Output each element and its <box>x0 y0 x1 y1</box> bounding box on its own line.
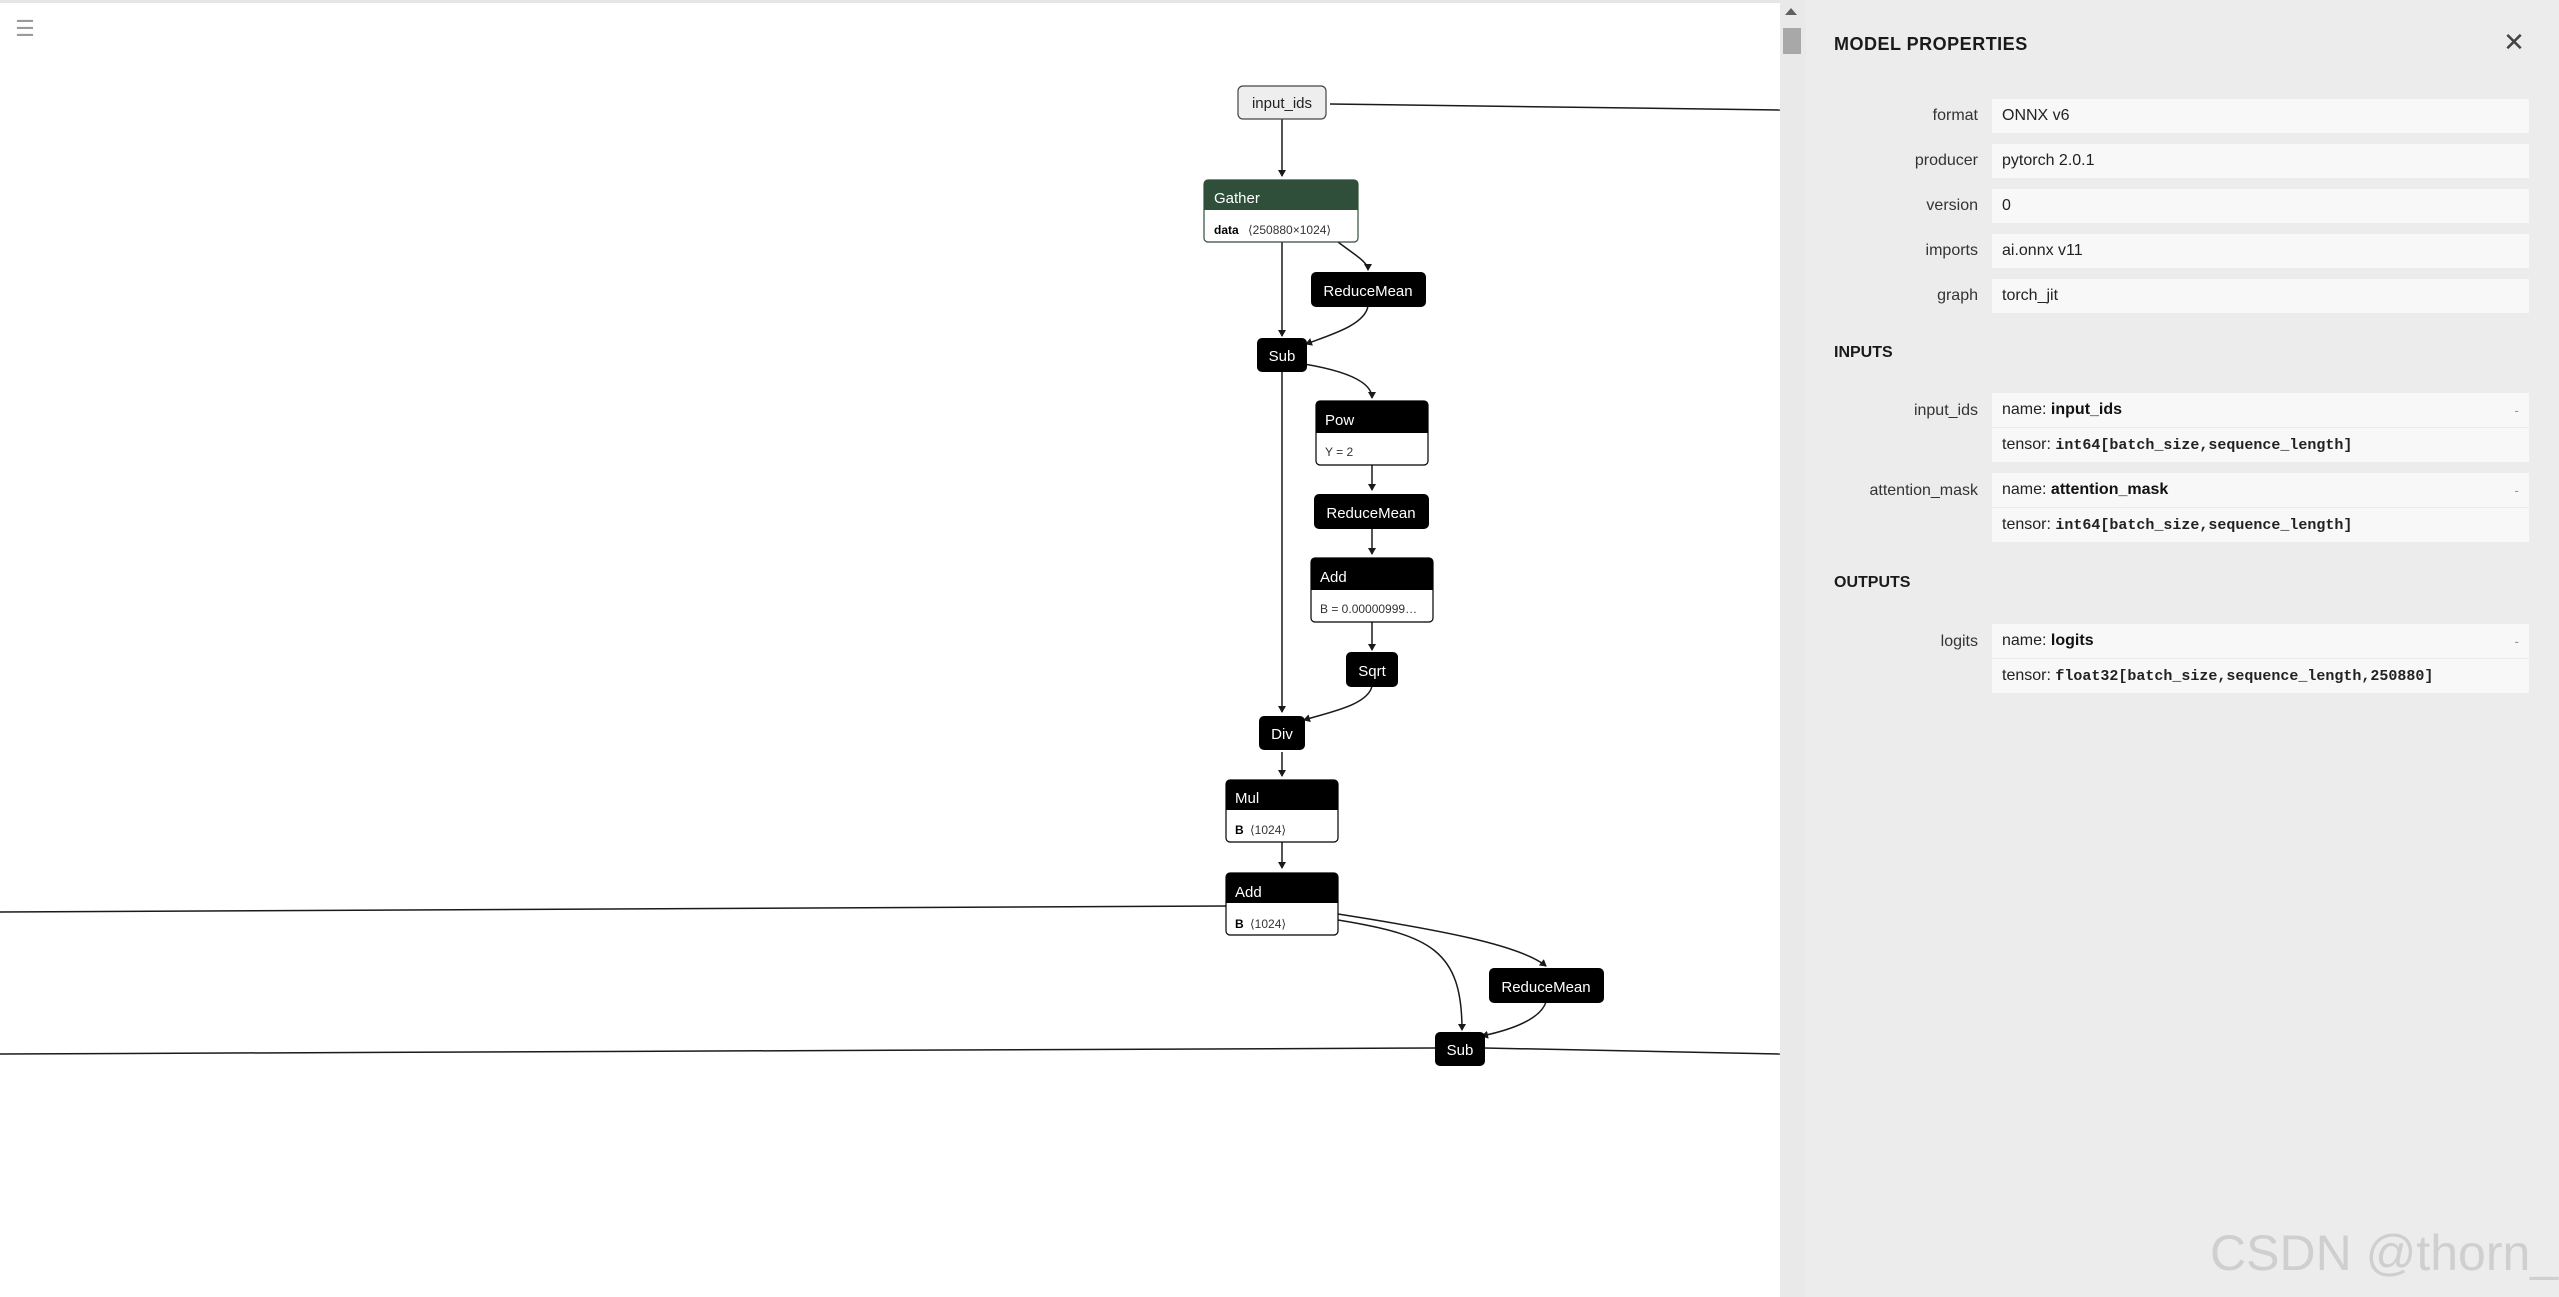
svg-text:Div: Div <box>1271 726 1293 743</box>
svg-text:B = 0.00000999…: B = 0.00000999… <box>1320 602 1417 616</box>
expand-toggle[interactable]: - <box>2514 633 2519 649</box>
output-card-logits[interactable]: name: logits - tensor: float32[batch_siz… <box>1992 624 2529 693</box>
expand-toggle[interactable]: - <box>2514 402 2519 418</box>
svg-text:B: B <box>1235 917 1244 931</box>
svg-text:Add: Add <box>1320 569 1347 586</box>
svg-text:B: B <box>1235 823 1244 837</box>
input-name: attention_mask <box>2050 481 2169 498</box>
input-card-input_ids[interactable]: name: input_ids - tensor: int64[batch_si… <box>1992 393 2529 462</box>
panel-title: MODEL PROPERTIES <box>1834 34 2028 54</box>
node-div[interactable]: Div <box>1259 716 1305 750</box>
prop-value-producer: pytorch 2.0.1 <box>1992 144 2529 178</box>
prop-label-format: format <box>1932 107 1978 124</box>
svg-text:Gather: Gather <box>1214 190 1260 207</box>
input-name: input_ids <box>2050 401 2123 418</box>
expand-toggle[interactable]: - <box>2514 482 2519 498</box>
svg-text:ReduceMean: ReduceMean <box>1323 283 1412 300</box>
node-add-2[interactable]: Add B ⟨1024⟩ <box>1225 872 1339 936</box>
prop-label-version: version <box>1926 197 1978 214</box>
input-tensor-type: int64[batch_size,sequence_length] <box>2055 437 2353 454</box>
svg-text:⟨1024⟩: ⟨1024⟩ <box>1250 917 1286 931</box>
prop-value-version: 0 <box>1992 189 2529 223</box>
node-reducemean-3[interactable]: ReduceMean <box>1489 968 1604 1003</box>
node-pow[interactable]: Pow Y = 2 <box>1315 400 1429 466</box>
prop-value-format: ONNX v6 <box>1992 99 2529 133</box>
node-reducemean-2[interactable]: ReduceMean <box>1314 494 1429 529</box>
name-prefix: name: <box>2002 401 2051 418</box>
input-name-line: name: attention_mask - <box>1992 473 2529 507</box>
svg-text:Mul: Mul <box>1235 790 1259 807</box>
model-graph-canvas[interactable]: input_ids Gather data ⟨250880×1024⟩ Redu… <box>0 0 1780 1297</box>
hamburger-menu-icon[interactable]: ☰ <box>15 16 35 41</box>
svg-text:Y = 2: Y = 2 <box>1325 445 1353 459</box>
name-prefix: name: <box>2002 481 2051 498</box>
svg-text:⟨1024⟩: ⟨1024⟩ <box>1250 823 1286 837</box>
node-sub-1[interactable]: Sub <box>1257 338 1307 372</box>
top-border <box>0 0 1780 3</box>
node-add-1[interactable]: Add B = 0.00000999… <box>1310 557 1434 623</box>
svg-text:Pow: Pow <box>1325 412 1354 429</box>
node-sqrt[interactable]: Sqrt <box>1346 652 1398 687</box>
node-reducemean-1[interactable]: ReduceMean <box>1311 272 1426 307</box>
input-node-input_ids[interactable]: input_ids <box>1237 85 1327 120</box>
input-tensor-line: tensor: int64[batch_size,sequence_length… <box>1992 507 2529 542</box>
outputs-section-title: OUTPUTS <box>1834 574 1911 591</box>
prop-label-producer: producer <box>1914 152 1978 169</box>
output-label-logits: logits <box>1940 633 1978 650</box>
scroll-thumb[interactable] <box>1783 28 1801 54</box>
svg-text:⟨250880×1024⟩: ⟨250880×1024⟩ <box>1248 223 1331 237</box>
scroll-up-arrow-icon[interactable] <box>1785 8 1797 15</box>
output-tensor-line: tensor: float32[batch_size,sequence_leng… <box>1992 658 2529 693</box>
inputs-section-title: INPUTS <box>1834 344 1893 361</box>
prop-label-graph: graph <box>1937 287 1978 304</box>
output-name: logits <box>2050 632 2094 649</box>
input-label-attention_mask: attention_mask <box>1869 482 1978 499</box>
prop-label-imports: imports <box>1925 242 1978 259</box>
name-prefix: name: <box>2002 632 2051 649</box>
svg-text:ReduceMean: ReduceMean <box>1326 505 1415 522</box>
svg-text:ReduceMean: ReduceMean <box>1501 979 1590 996</box>
output-tensor-type: float32[batch_size,sequence_length,25088… <box>2055 668 2434 685</box>
svg-text:Sqrt: Sqrt <box>1358 663 1386 680</box>
prop-value-graph: torch_jit <box>1992 279 2529 313</box>
close-icon[interactable]: ✕ <box>2503 27 2525 57</box>
input-tensor-line: tensor: int64[batch_size,sequence_length… <box>1992 427 2529 462</box>
svg-text:Sub: Sub <box>1269 348 1296 365</box>
prop-value-imports: ai.onnx v11 <box>1992 234 2529 268</box>
input-name-line: name: input_ids - <box>1992 393 2529 427</box>
node-mul[interactable]: Mul B ⟨1024⟩ <box>1225 779 1339 843</box>
watermark: CSDN @thorn_r <box>2210 1225 2559 1281</box>
vertical-scrollbar[interactable] <box>1780 0 1806 1297</box>
tensor-prefix: tensor: <box>2002 516 2056 533</box>
node-gather[interactable]: Gather data ⟨250880×1024⟩ <box>1203 179 1359 243</box>
output-name-line: name: logits - <box>1992 624 2529 658</box>
tensor-prefix: tensor: <box>2002 667 2056 684</box>
node-sub-2[interactable]: Sub <box>1435 1032 1485 1066</box>
input-tensor-type: int64[batch_size,sequence_length] <box>2055 517 2353 534</box>
graph-edges <box>0 103 1780 1055</box>
svg-text:Sub: Sub <box>1447 1042 1474 1059</box>
input-card-attention_mask[interactable]: name: attention_mask - tensor: int64[bat… <box>1992 473 2529 542</box>
input-label-input_ids: input_ids <box>1913 402 1978 419</box>
tensor-prefix: tensor: <box>2002 436 2056 453</box>
svg-text:data: data <box>1214 223 1239 237</box>
svg-text:input_ids: input_ids <box>1252 95 1312 112</box>
svg-text:Add: Add <box>1235 884 1262 901</box>
